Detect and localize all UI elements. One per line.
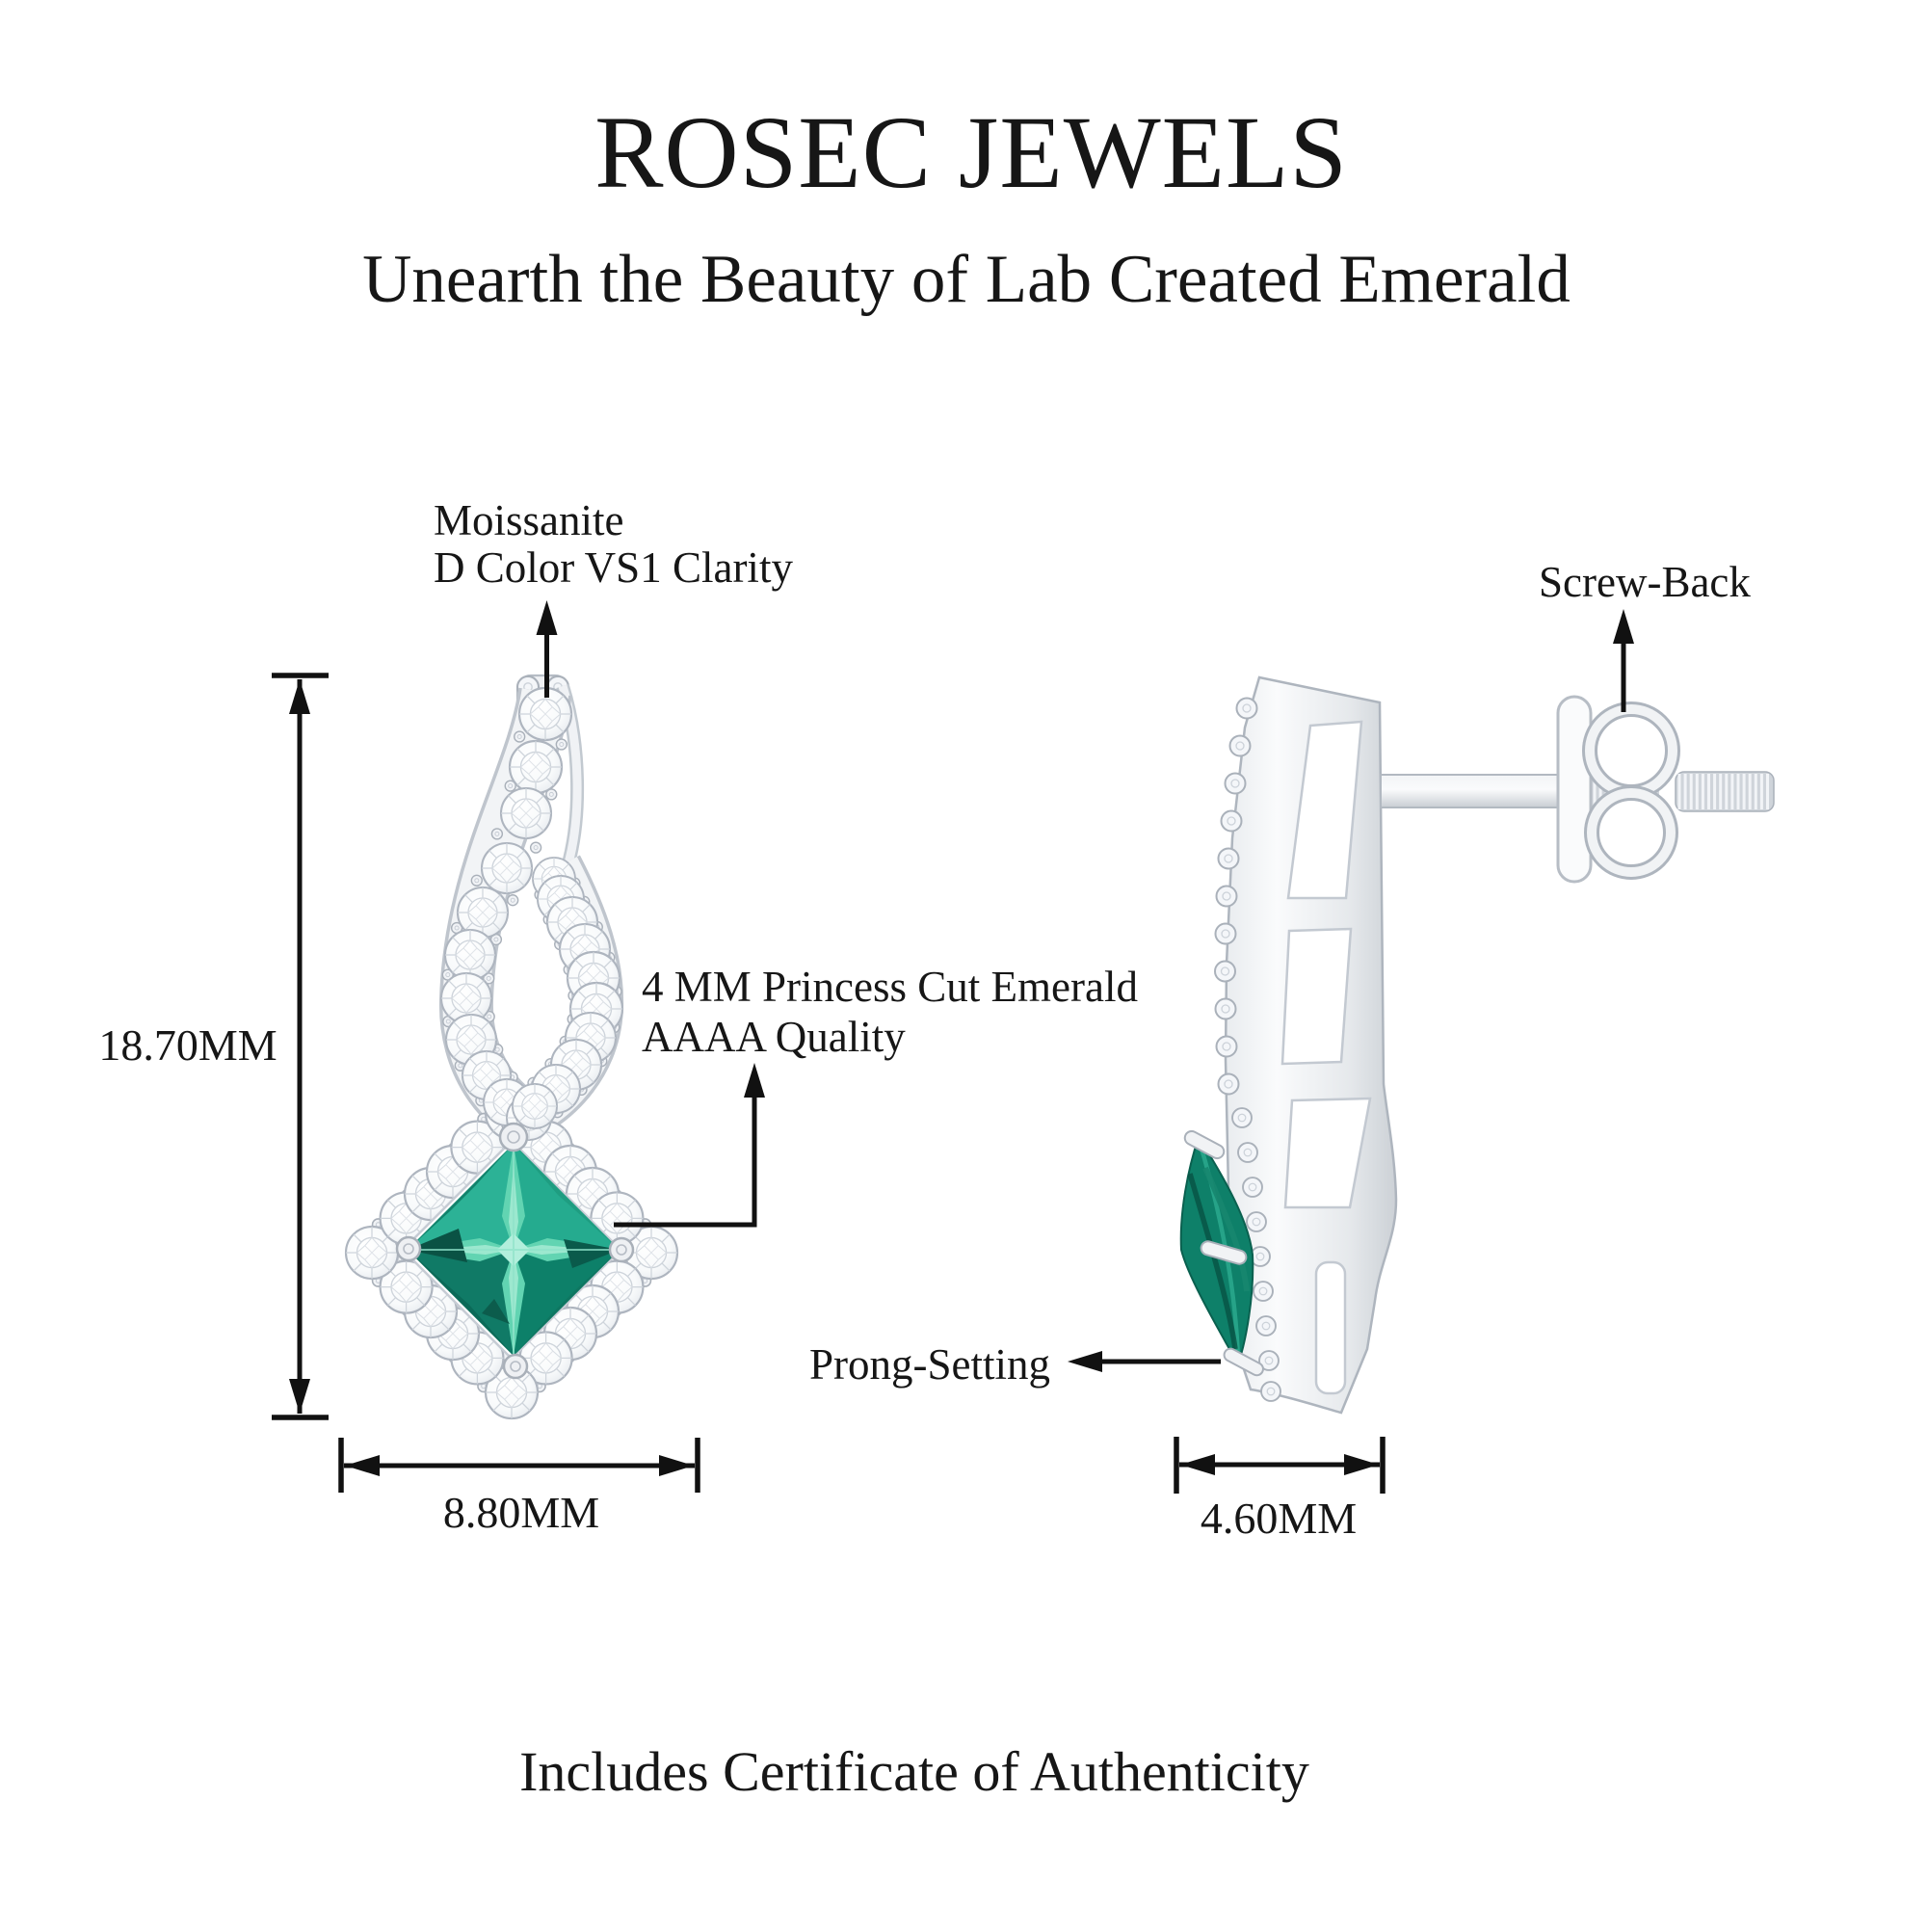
svg-text:4 MM Princess Cut Emerald: 4 MM Princess Cut Emerald bbox=[642, 963, 1138, 1011]
svg-text:4.60MM: 4.60MM bbox=[1201, 1494, 1357, 1543]
svg-text:Includes Certificate of Authen: Includes Certificate of Authenticity bbox=[519, 1740, 1309, 1803]
svg-text:Unearth the Beauty of Lab Crea: Unearth the Beauty of Lab Created Emeral… bbox=[362, 242, 1571, 317]
svg-text:8.80MM: 8.80MM bbox=[443, 1488, 599, 1537]
svg-text:AAAA Quality: AAAA Quality bbox=[642, 1013, 906, 1061]
svg-text:Moissanite: Moissanite bbox=[434, 496, 624, 544]
svg-text:Screw-Back: Screw-Back bbox=[1539, 558, 1751, 606]
svg-text:ROSEC JEWELS: ROSEC JEWELS bbox=[594, 96, 1348, 210]
svg-text:D Color VS1 Clarity: D Color VS1 Clarity bbox=[434, 543, 793, 592]
svg-text:18.70MM: 18.70MM bbox=[98, 1020, 277, 1070]
svg-text:Prong-Setting: Prong-Setting bbox=[809, 1340, 1050, 1389]
